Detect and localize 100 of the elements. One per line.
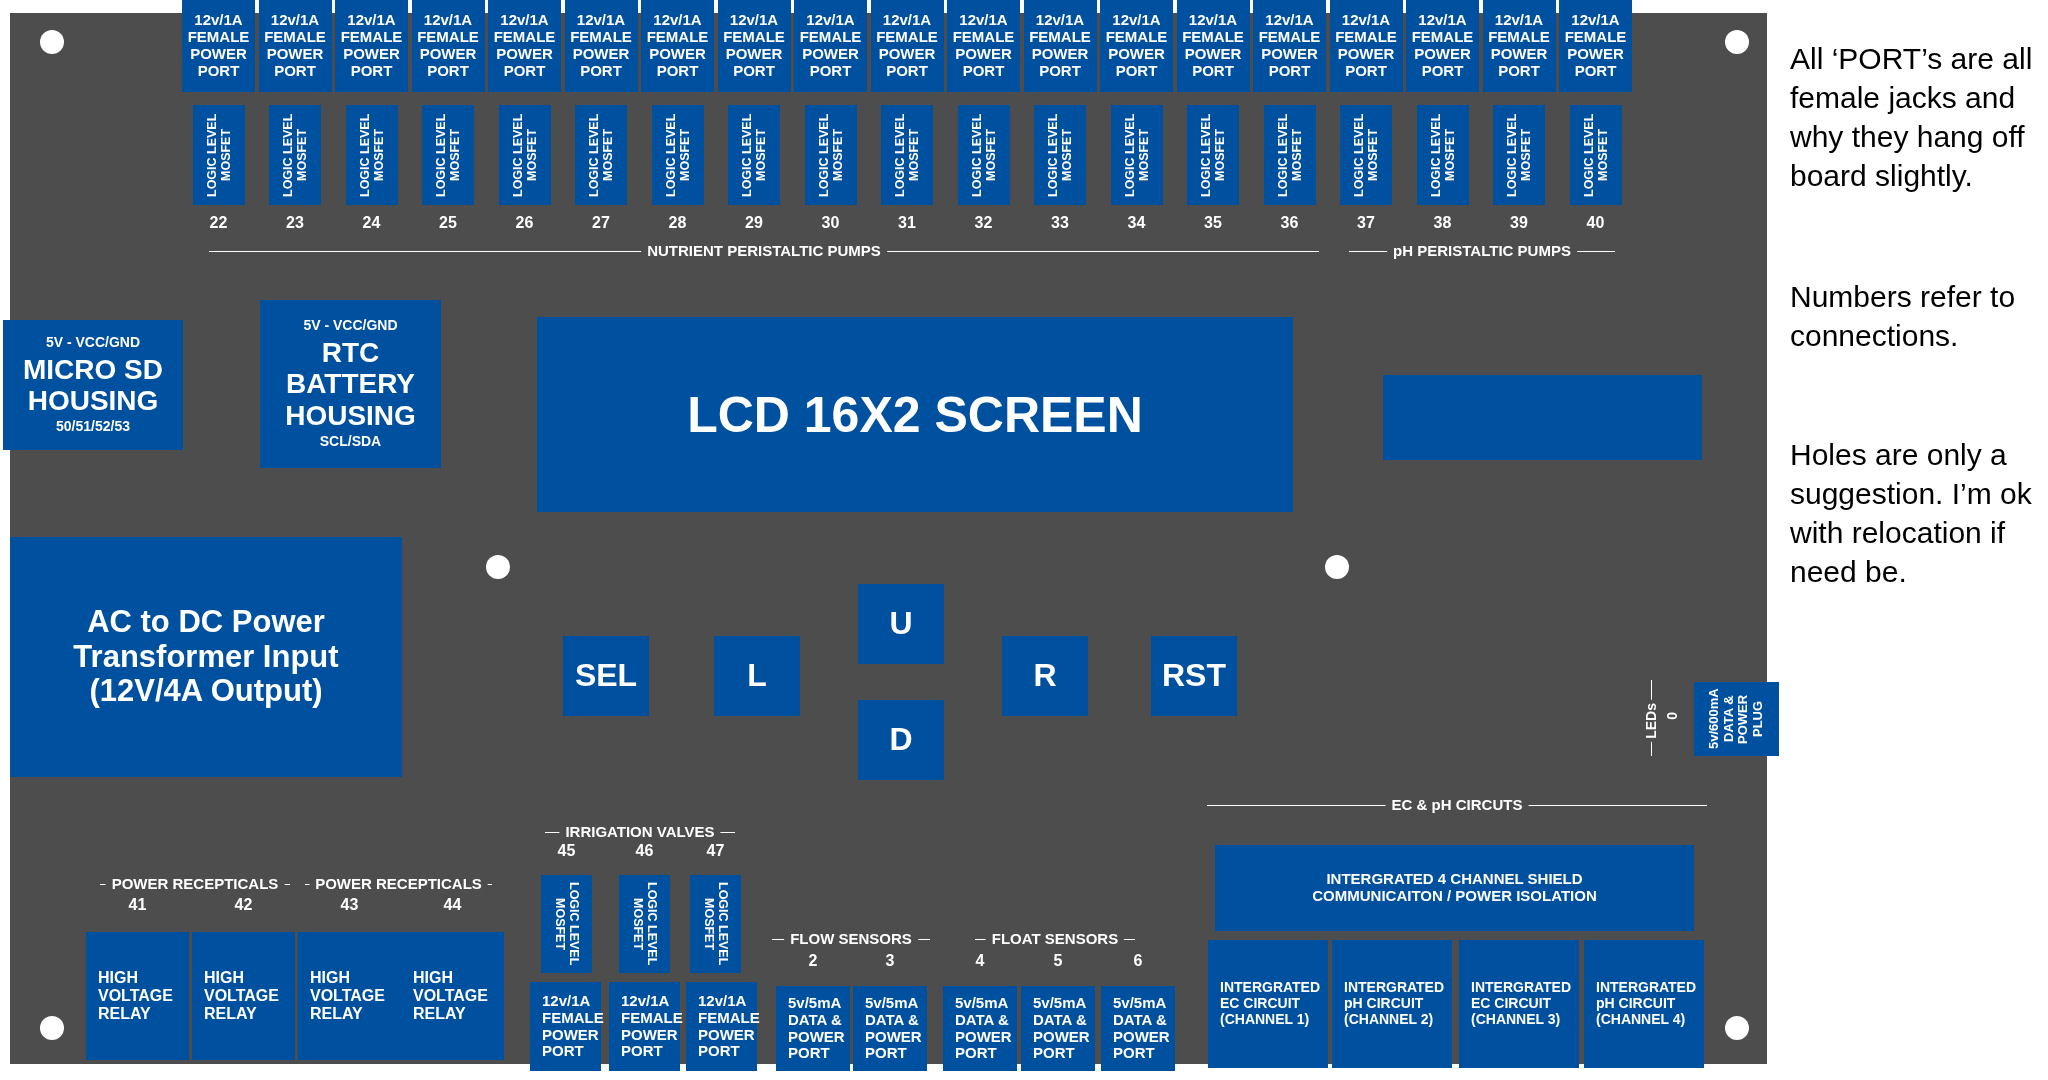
mosfet-box bbox=[881, 105, 933, 205]
connection-number: 4 bbox=[975, 952, 985, 970]
connection-number: 6 bbox=[1133, 952, 1143, 970]
connection-number: 42 bbox=[234, 896, 253, 914]
connection-number: 33 bbox=[1051, 214, 1069, 232]
port-label: 5v/5mA DATA & POWER PORT bbox=[1113, 994, 1171, 1063]
connection-number: 26 bbox=[515, 214, 534, 232]
button-label: L bbox=[747, 658, 767, 694]
button-label: RST bbox=[1162, 658, 1226, 694]
port-label: 12v/1A FEMALE POWER PORT bbox=[798, 12, 863, 80]
sensor-port-box bbox=[853, 986, 927, 1071]
note-text: All ‘PORT’s are all female jacks and why they hang off board slightly. bbox=[1790, 41, 2034, 194]
mosfet-box bbox=[1034, 105, 1086, 205]
port-label: 12v/1A FEMALE POWER PORT bbox=[542, 992, 604, 1061]
connection-number: 32 bbox=[974, 214, 993, 232]
board-module-box bbox=[1383, 375, 1702, 460]
mosfet-label: LOGIC LEVEL MOSFET bbox=[663, 112, 692, 199]
mosfet-box bbox=[804, 105, 857, 205]
connection-number: 46 bbox=[635, 842, 654, 860]
connection-number: 27 bbox=[592, 214, 610, 232]
mosfet-box bbox=[957, 105, 1010, 205]
mosfet-label: LOGIC LEVEL MOSFET bbox=[701, 881, 730, 968]
mosfet-box bbox=[1569, 105, 1622, 205]
housing-label: 5V - VCC/GND bbox=[45, 334, 141, 351]
connection-number: 30 bbox=[821, 214, 840, 232]
mosfet-label: LOGIC LEVEL MOSFET bbox=[1275, 112, 1304, 199]
mosfet-label: LOGIC LEVEL MOSFET bbox=[357, 112, 386, 199]
port-label: 12v/1A FEMALE POWER PORT bbox=[875, 12, 939, 80]
relay-box bbox=[86, 932, 189, 1060]
push-button-box bbox=[714, 636, 800, 716]
note-text: Numbers refer to connections. bbox=[1790, 279, 2017, 354]
mosfet-label: LOGIC LEVEL MOSFET bbox=[816, 112, 845, 199]
mosfet-box bbox=[345, 105, 398, 205]
power-input-box bbox=[10, 537, 402, 777]
push-button-box bbox=[1151, 636, 1237, 716]
mosfet-box bbox=[192, 105, 245, 205]
relay-label: HIGH VOLTAGE RELAY bbox=[204, 969, 280, 1023]
connection-number: 39 bbox=[1510, 214, 1528, 232]
port-label: 12v/1A FEMALE POWER PORT bbox=[569, 12, 633, 80]
section-title: LEDs bbox=[1643, 700, 1659, 742]
connection-number: 38 bbox=[1433, 214, 1452, 232]
mosfet-label: LOGIC LEVEL MOSFET bbox=[204, 112, 233, 199]
button-label: D bbox=[889, 722, 913, 758]
power-input-label: AC to DC Power Transformer Input (12V/4A Output) bbox=[72, 604, 340, 710]
connection-number: 25 bbox=[439, 214, 457, 232]
connection-number: 5 bbox=[1053, 952, 1063, 970]
power-port-box bbox=[564, 0, 638, 92]
mosfet-label: LOGIC LEVEL MOSFET bbox=[630, 881, 659, 968]
shield-label: INTERGRATED 4 CHANNEL SHIELD COMMUNICAITON / POWER ISOLATION bbox=[1311, 871, 1598, 905]
connection-number: 44 bbox=[443, 896, 462, 914]
housing-box bbox=[260, 300, 441, 468]
mosfet-label: LOGIC LEVEL MOSFET bbox=[969, 112, 998, 199]
sensor-port-box bbox=[1101, 986, 1175, 1071]
sensor-port-box bbox=[943, 986, 1017, 1071]
power-port-box bbox=[335, 0, 408, 92]
mosfet-label: LOGIC LEVEL MOSFET bbox=[552, 881, 581, 968]
relay-box bbox=[192, 932, 295, 1060]
mosfet-label: LOGIC LEVEL MOSFET bbox=[1046, 112, 1074, 199]
mosfet-label: LOGIC LEVEL MOSFET bbox=[1352, 112, 1380, 199]
port-label: 12v/1A FEMALE POWER PORT bbox=[722, 12, 786, 80]
mosfet-label: LOGIC LEVEL MOSFET bbox=[1505, 112, 1533, 199]
housing-label: RTC BATTERY HOUSING bbox=[284, 336, 417, 432]
connection-number: 23 bbox=[286, 214, 304, 232]
connection-number: 2 bbox=[808, 952, 818, 970]
circuit-module-box bbox=[1208, 940, 1328, 1068]
sensor-port-box bbox=[776, 986, 850, 1071]
connection-number: 28 bbox=[668, 214, 687, 232]
mosfet-label: LOGIC LEVEL MOSFET bbox=[434, 112, 462, 199]
button-label: R bbox=[1033, 658, 1057, 694]
housing-label: 5V - VCC/GND bbox=[303, 318, 398, 334]
port-label: 12v/1A FEMALE POWER PORT bbox=[1487, 12, 1551, 80]
port-label: 5v/5mA DATA & POWER PORT bbox=[955, 994, 1013, 1063]
port-label: 5v/5mA DATA & POWER PORT bbox=[788, 994, 846, 1063]
connection-number: 45 bbox=[557, 842, 576, 860]
shield-module-box bbox=[1215, 845, 1694, 931]
connection-number: 0 bbox=[1664, 712, 1680, 720]
connection-number: 40 bbox=[1586, 214, 1605, 232]
relay-label: HIGH VOLTAGE RELAY bbox=[98, 969, 174, 1023]
port-label: 12v/1A FEMALE POWER PORT bbox=[1563, 12, 1628, 80]
push-button-box bbox=[858, 584, 944, 664]
power-port-box bbox=[947, 0, 1020, 92]
port-label: 12v/1A FEMALE POWER PORT bbox=[492, 12, 557, 80]
push-button-box bbox=[563, 636, 649, 716]
power-port-box bbox=[794, 0, 867, 92]
screen-label: LCD 16X2 SCREEN bbox=[687, 386, 1143, 443]
connection-number: 43 bbox=[340, 896, 359, 914]
mosfet-box bbox=[1493, 105, 1545, 205]
port-label: 12v/1A FEMALE POWER PORT bbox=[645, 12, 710, 80]
connection-number: 41 bbox=[128, 896, 147, 914]
power-port-box bbox=[1329, 0, 1403, 92]
port-label: 5v/5mA DATA & POWER PORT bbox=[1033, 994, 1091, 1063]
port-label: 12v/1A FEMALE POWER PORT bbox=[951, 12, 1016, 80]
port-label: 12v/1A FEMALE POWER PORT bbox=[1257, 12, 1322, 80]
mosfet-box bbox=[541, 875, 592, 973]
power-port-box bbox=[1406, 0, 1479, 92]
mosfet-label: LOGIC LEVEL MOSFET bbox=[1122, 112, 1151, 199]
port-label: 12v/1A FEMALE POWER PORT bbox=[1334, 12, 1398, 80]
housing-label: MICRO SD HOUSING bbox=[22, 353, 164, 417]
power-port-box bbox=[182, 0, 255, 92]
port-label: 12v/1A FEMALE POWER PORT bbox=[263, 12, 327, 80]
